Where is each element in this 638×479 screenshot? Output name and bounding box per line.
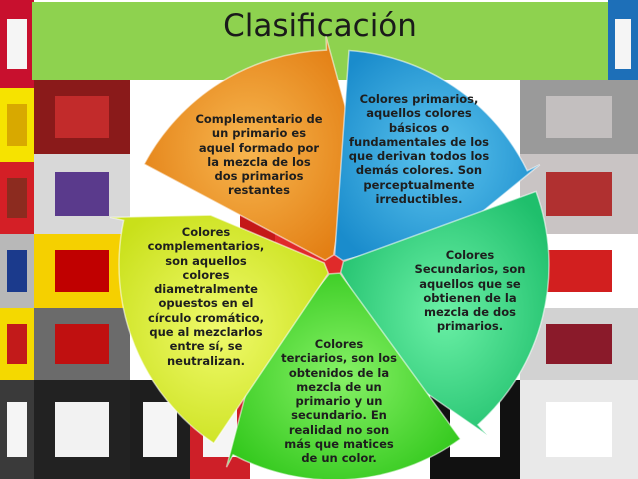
swatch-tile-inner xyxy=(55,96,109,138)
segment-arrow-blue xyxy=(333,49,541,262)
swatch-tile xyxy=(520,80,638,154)
segment-arrow-orange xyxy=(143,35,354,262)
swatch-tile-inner xyxy=(545,250,613,292)
swatch-tile-inner xyxy=(545,96,613,138)
swatch-tile xyxy=(34,234,130,308)
segment-arrow-green xyxy=(225,272,462,479)
swatch-tile-inner xyxy=(143,401,177,458)
swatch-tile-inner xyxy=(545,401,613,458)
swatch-tile-inner xyxy=(7,104,27,146)
page-title: Clasificación xyxy=(223,8,417,44)
swatch-tile xyxy=(34,154,130,234)
swatch-tile xyxy=(0,234,34,308)
segment-text-terciarios: Colores terciarios, son los obtenidos de… xyxy=(281,337,397,466)
swatch-tile-inner xyxy=(7,177,27,219)
swatch-tile-inner xyxy=(55,250,109,292)
segment-text-complementario-def: Complementario de un primario es aquel f… xyxy=(195,112,323,198)
swatch-tile xyxy=(0,0,34,88)
swatch-tile xyxy=(0,380,34,479)
swatch-tile-inner xyxy=(545,323,613,365)
swatch-tile xyxy=(34,308,130,380)
swatch-tile xyxy=(0,162,34,234)
segment-text-primarios: Colores primarios, aquellos colores bási… xyxy=(348,92,490,207)
swatch-tile-inner xyxy=(7,250,27,292)
swatch-tile-inner xyxy=(614,19,632,69)
swatch-tile-inner xyxy=(7,19,27,69)
swatch-tile-inner xyxy=(545,171,613,217)
swatch-tile-inner xyxy=(7,323,27,365)
swatch-tile xyxy=(0,308,34,380)
swatch-tile-inner xyxy=(55,323,109,365)
swatch-tile-inner xyxy=(7,401,27,458)
segment-text-complementarios: Colores complementarios, son aquellos co… xyxy=(147,225,265,368)
swatch-tile-inner xyxy=(55,401,109,458)
segment-text-secundarios: Colores Secundarios, son aquellos que se… xyxy=(414,248,526,334)
segment-arrow-teal xyxy=(339,190,550,436)
swatch-tile xyxy=(520,154,638,234)
swatch-tile xyxy=(520,380,638,479)
swatch-tile xyxy=(34,380,130,479)
swatch-tile xyxy=(608,0,638,88)
segment-arrow-yellow xyxy=(109,214,330,445)
swatch-tile-inner xyxy=(55,171,109,217)
swatch-tile xyxy=(34,80,130,154)
swatch-tile xyxy=(0,88,34,162)
